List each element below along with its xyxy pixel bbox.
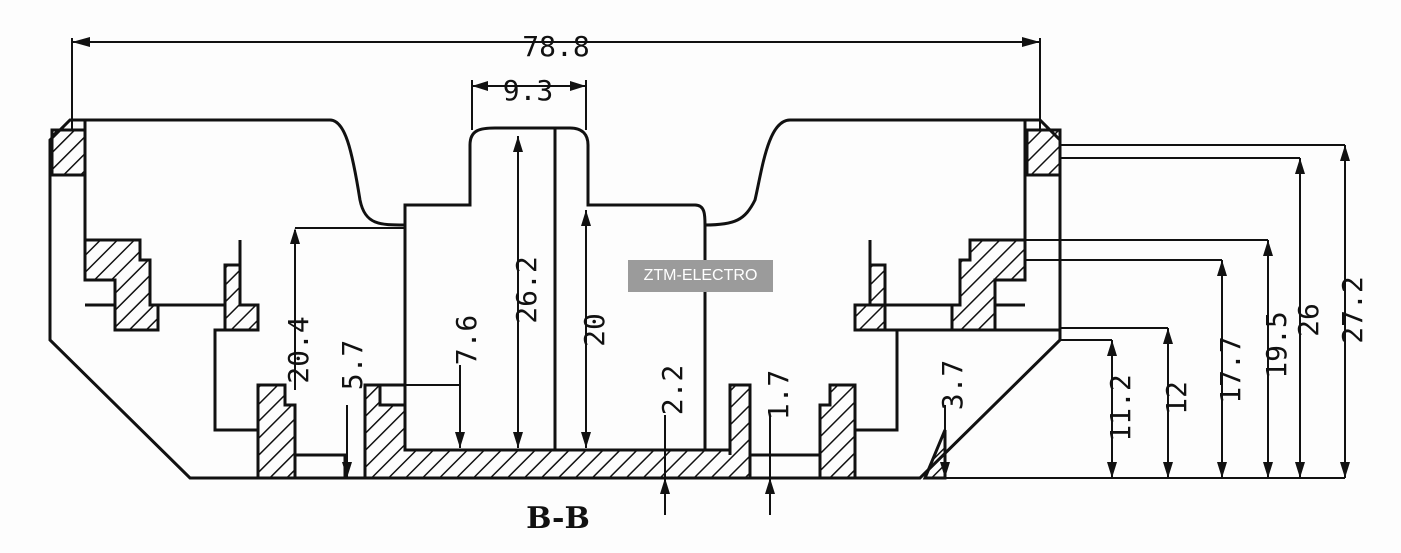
dim-right-floor-thickness: 1.7 (762, 370, 795, 421)
right-lip-hatch (1025, 128, 1062, 177)
dimension-lines (71, 38, 1346, 515)
floor-hatch (363, 383, 752, 480)
dim-left-inner-post: 7.6 (450, 315, 483, 366)
dim-right-11-2: 11.2 (1104, 374, 1137, 441)
dim-right-26: 26 (1292, 303, 1325, 337)
right-step-hatch (950, 238, 1027, 332)
dim-right-12: 12 (1160, 381, 1193, 415)
dim-right-27-2: 27.2 (1336, 276, 1369, 343)
right-foot-hatch (818, 383, 857, 480)
dim-right-17-7: 17.7 (1214, 336, 1247, 403)
outline (48, 118, 1062, 480)
watermark: ZTM-ELECTRO (628, 260, 773, 292)
section-label: B-B (526, 501, 590, 536)
left-lip-hatch (50, 128, 87, 177)
dim-inner-height: 20 (578, 313, 611, 347)
arrowheads (72, 37, 1350, 494)
left-foot-hatch (256, 383, 297, 480)
dim-right-19-5: 19.5 (1260, 311, 1293, 378)
dim-center-post-width: 9.3 (503, 74, 554, 107)
dim-left-step-height: 5.7 (336, 340, 369, 391)
dim-center-post-height: 26.2 (510, 256, 543, 323)
dim-left-wall-height: 20.4 (282, 316, 315, 383)
dim-floor-thickness: 2.2 (656, 365, 689, 416)
right-rib-hatch (853, 263, 887, 332)
dim-overall-width: 78.8 (522, 30, 589, 63)
right-corner-hatch (922, 429, 947, 480)
dim-right-step: 3.7 (936, 360, 969, 411)
left-step-hatch (83, 238, 160, 332)
hatched-sections (50, 128, 1062, 480)
left-rib-hatch (223, 263, 260, 332)
